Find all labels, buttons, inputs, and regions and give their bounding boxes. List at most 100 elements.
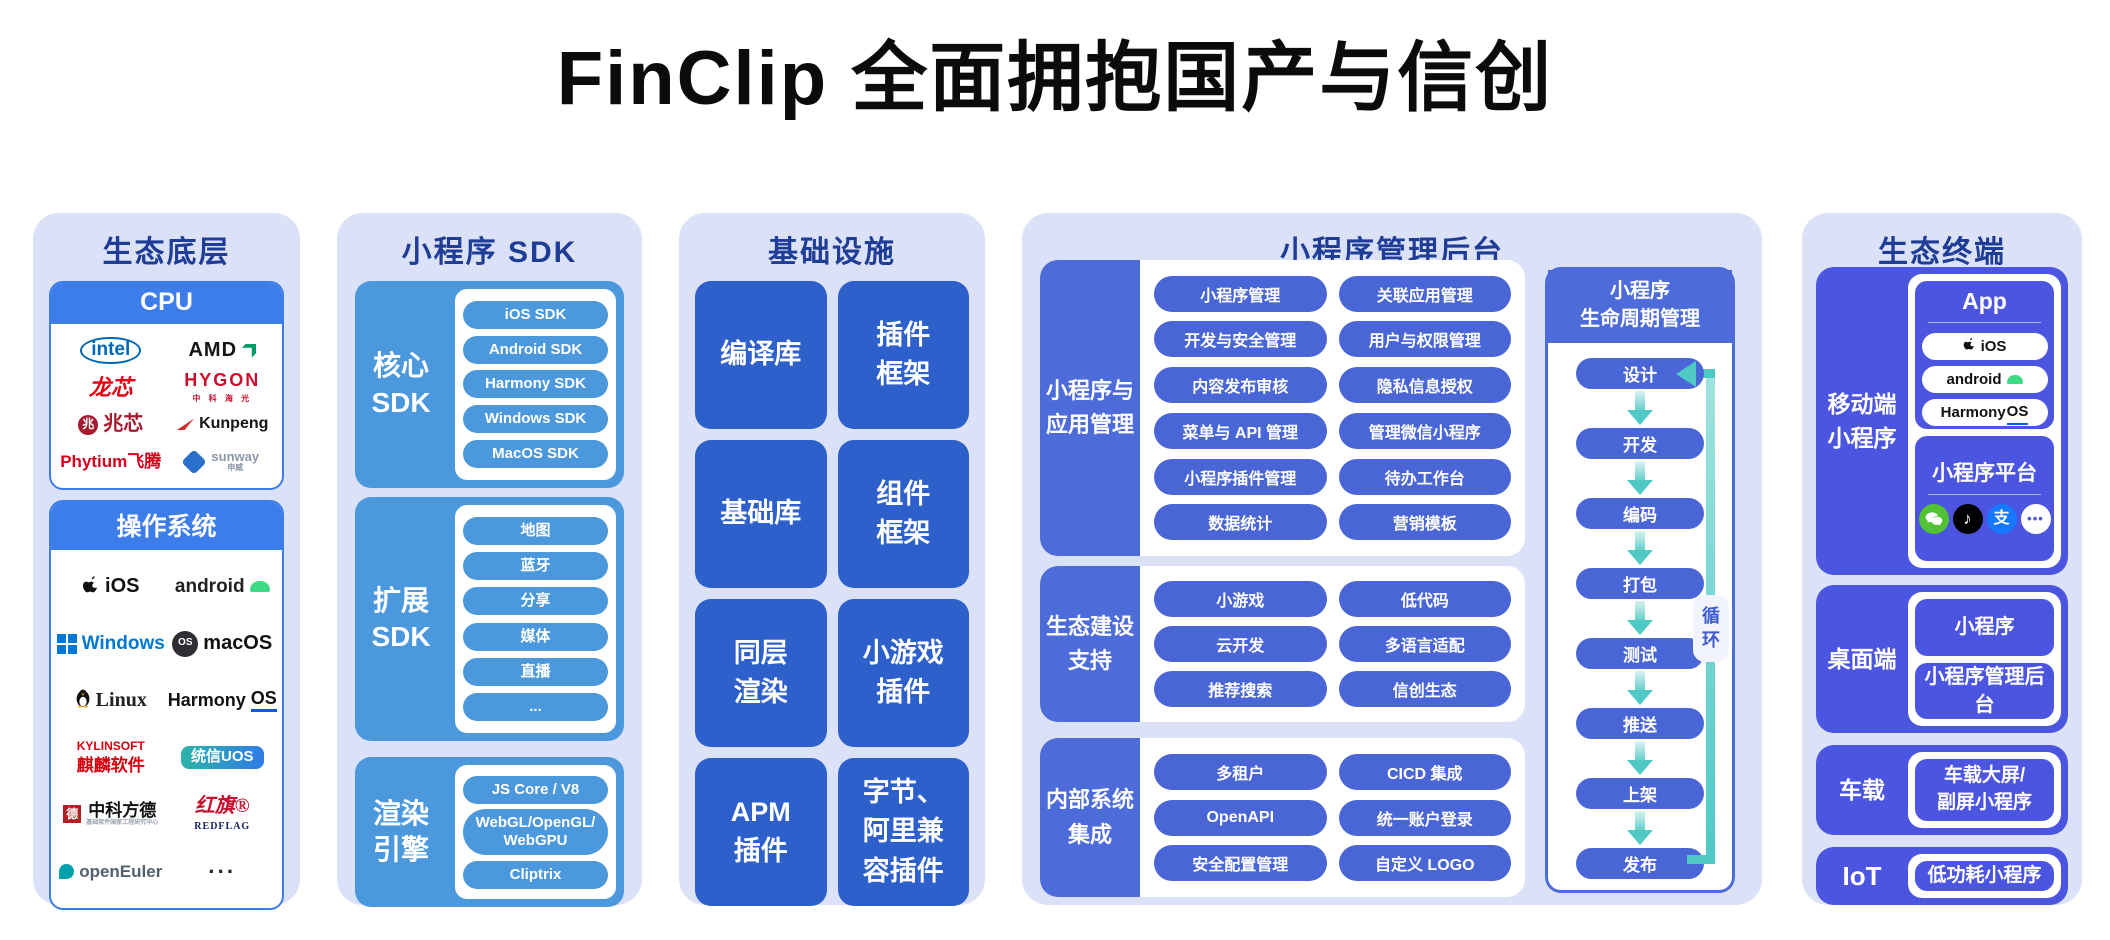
infra-block: 插件 框架: [837, 281, 969, 429]
iot-label: IoT: [1842, 860, 1882, 891]
lifecycle-step: 编码: [1576, 498, 1704, 568]
loop-arrowhead-icon: [1676, 361, 1696, 387]
sdk-header: 小程序 SDK: [401, 236, 578, 269]
vehicle-body: 车载大屏/ 副屏小程序: [1908, 752, 2061, 828]
lifecycle-step-pill: 推送: [1576, 708, 1704, 739]
apple-icon: [1963, 336, 1976, 357]
kunpeng-logo: Kunpeng: [176, 415, 268, 433]
iot-body: 低功耗小程序: [1908, 854, 2061, 898]
group-eco-support-label: 生态建设 支持: [1040, 566, 1140, 722]
loop-badge: 循 环: [1693, 595, 1729, 662]
sdk-pill: MacOS SDK: [463, 440, 608, 469]
cpu-card-title: CPU: [51, 283, 282, 324]
douyin-icon: ♪: [1952, 504, 1983, 535]
fangde-logo: 德中科方德基础软件国家工程研究中心: [63, 802, 158, 826]
group-app-management-pills: 小程序管理关联应用管理开发与安全管理用户与权限管理内容发布审核隐私信息授权菜单与…: [1140, 260, 1525, 556]
terminal-block: 车载大屏/ 副屏小程序: [1915, 759, 2054, 821]
group-vehicle: 车载 车载大屏/ 副屏小程序: [1816, 745, 2068, 835]
os-card-title: 操作系统: [51, 502, 282, 550]
down-arrow-icon: [1625, 459, 1655, 498]
sdk-pill: iOS SDK: [463, 300, 608, 329]
admin-pill: 隐私信息授权: [1338, 367, 1511, 404]
admin-pill: 营销模板: [1338, 504, 1511, 541]
alipay-icon: 支: [1986, 504, 2017, 535]
admin-pill: 菜单与 API 管理: [1154, 412, 1327, 449]
down-arrow-icon: [1625, 389, 1655, 428]
more-platforms-icon: •••: [2020, 504, 2051, 535]
sdk-pill: Cliptrix: [463, 860, 608, 889]
admin-pill: 数据统计: [1154, 504, 1327, 541]
fangde-seal-icon: 德: [63, 805, 82, 824]
sdk-render-label: 渲染 引擎: [372, 797, 429, 865]
admin-pill: 管理微信小程序: [1338, 412, 1511, 449]
loongson-logo: 龙芯: [88, 374, 133, 400]
kunpeng-wing-icon: [176, 418, 195, 431]
lifecycle-step: 发布: [1576, 848, 1704, 879]
sdk-section-extension: 扩展 SDK 地图蓝牙分享媒体直播...: [355, 497, 624, 741]
terminal-block: 低功耗小程序: [1915, 861, 2054, 891]
zhaoxin-circle-icon: 兆: [78, 414, 99, 435]
lifecycle-step: 测试: [1576, 638, 1704, 708]
admin-pill: 低代码: [1338, 581, 1511, 617]
admin-pill: 安全配置管理: [1154, 845, 1327, 882]
app-pill-android: android: [1921, 366, 2048, 394]
android-robot-icon: [249, 581, 270, 592]
down-arrow-icon: [1625, 529, 1655, 568]
lifecycle-step-pill: 打包: [1576, 568, 1704, 599]
openeuler-logo: openEuler: [59, 862, 162, 881]
admin-pill: 云开发: [1154, 626, 1327, 662]
lifecycle-step-pill: 编码: [1576, 498, 1704, 529]
down-arrow-icon: [1625, 669, 1655, 708]
admin-pill: 开发与安全管理: [1154, 321, 1327, 358]
panel-admin-backend: 小程序管理后台 小程序与 应用管理 小程序管理关联应用管理开发与安全管理用户与权…: [1022, 213, 1762, 905]
admin-pill: 内容发布审核: [1154, 367, 1327, 404]
loop-line-top: [1694, 369, 1715, 378]
infra-block: 小游戏 插件: [837, 599, 969, 747]
intel-logo: intel: [80, 336, 142, 365]
group-internal-integration-label: 内部系统 集成: [1040, 738, 1140, 897]
lifecycle-step-pill: 上架: [1576, 778, 1704, 809]
mobile-label: 移动端 小程序: [1827, 390, 1897, 452]
lifecycle-step-pill: 测试: [1576, 638, 1704, 669]
lifecycle-title: 小程序 生命周期管理: [1548, 270, 1732, 343]
platform-block-title: 小程序平台: [1932, 461, 2037, 485]
group-app-management: 小程序与 应用管理 小程序管理关联应用管理开发与安全管理用户与权限管理内容发布审…: [1040, 260, 1525, 556]
app-pill-ios: iOS: [1921, 333, 2048, 361]
down-arrow-icon: [1625, 809, 1655, 848]
infra-block: 基础库: [695, 440, 827, 588]
admin-pill: 小游戏: [1154, 581, 1327, 617]
openeuler-swirl-icon: [59, 864, 75, 879]
android-robot-icon: [2006, 375, 2023, 385]
group-iot: IoT 低功耗小程序: [1816, 847, 2068, 905]
divider: [1927, 494, 2042, 496]
uos-logo: 统信UOS: [180, 746, 264, 769]
group-eco-support-pills: 小游戏低代码云开发多语言适配推荐搜索信创生态: [1140, 566, 1525, 722]
down-arrow-icon: [1625, 739, 1655, 778]
lifecycle-step: 开发: [1576, 428, 1704, 498]
penguin-icon: [75, 688, 91, 713]
lifecycle-body: 循 环 设计 开发 编码 打包: [1548, 343, 1732, 879]
sunway-diamond-icon: [181, 448, 208, 475]
sdk-core-label: 核心 SDK: [371, 350, 431, 418]
miniapp-platform-block: 小程序平台 ♪ 支 •••: [1915, 436, 2054, 561]
admin-pill: 推荐搜索: [1154, 671, 1327, 707]
amd-arrow-icon: [242, 343, 257, 358]
lifecycle-step-pill: 发布: [1576, 848, 1704, 879]
lifecycle-step: 推送: [1576, 708, 1704, 778]
redflag-logo: 红旗®REDFLAG: [194, 795, 251, 833]
desktop-label: 桌面端: [1827, 645, 1897, 672]
